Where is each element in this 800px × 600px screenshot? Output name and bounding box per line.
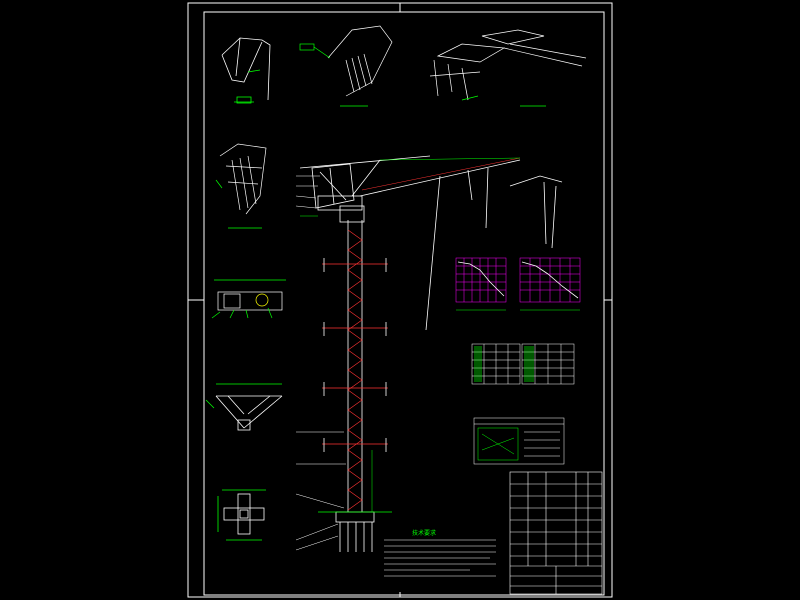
detail-view-base-cross — [217, 489, 266, 541]
notes-heading: 技术要求 — [412, 530, 437, 537]
foundation-slab — [335, 511, 375, 523]
parameter-table-1 — [471, 343, 521, 385]
elevation-leaders — [295, 175, 373, 551]
detail-view-walkway — [429, 29, 587, 107]
operator-cabin — [317, 195, 363, 211]
tower-head — [351, 159, 381, 197]
schematic-box — [473, 417, 565, 465]
parameter-table-2 — [521, 343, 575, 385]
detail-view-platform — [299, 25, 393, 107]
sheet-frame — [187, 2, 613, 598]
mast-bracing — [347, 229, 363, 511]
detail-view-cathead — [215, 143, 267, 229]
hoist-rope-1 — [425, 175, 441, 331]
title-block — [509, 471, 603, 595]
jib-tie-bar — [299, 155, 431, 169]
inner-border — [203, 11, 605, 596]
load-chart-1 — [455, 257, 507, 311]
detail-view-tie-frame — [205, 383, 283, 431]
tower-crane-elevation — [299, 155, 563, 552]
jib-tip — [509, 175, 563, 187]
technical-notes — [384, 539, 496, 577]
load-chart-2 — [519, 257, 581, 311]
detail-view-bracket — [221, 37, 271, 104]
slewing-unit — [339, 205, 365, 223]
detail-view-hinge — [211, 279, 286, 319]
counter-jib — [311, 163, 355, 209]
